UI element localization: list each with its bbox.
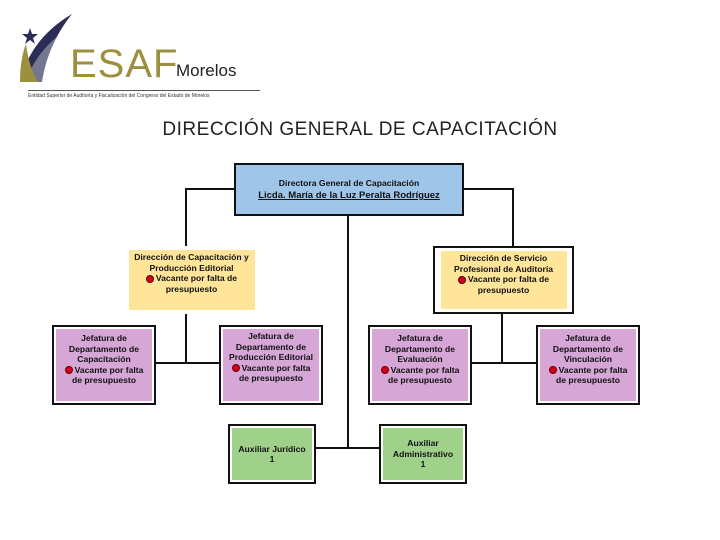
connector-line	[185, 313, 187, 363]
direccion-title: Dirección de Servicio Profesional de Aud…	[454, 253, 553, 274]
vacant-status: Vacante por falta de presupuesto	[239, 362, 311, 384]
vacant-dot-icon	[548, 366, 557, 375]
jefatura-title: Jefatura de Departamento de Capacitación	[68, 333, 140, 364]
logo-subtitle: Entidad Superior de Auditoría y Fiscaliz…	[28, 93, 210, 99]
direccion-title: Dirección de Capacitación y Producción E…	[134, 252, 249, 273]
jefatura-box: Jefatura de Departamento de Evaluación V…	[368, 325, 472, 405]
direccion-box: Dirección de Servicio Profesional de Aud…	[433, 246, 574, 314]
connector-line	[155, 362, 221, 364]
connector-line	[501, 313, 503, 363]
direccion-box: Dirección de Capacitación y Producción E…	[121, 246, 262, 314]
jefatura-title: Jefatura de Departamento de Producción E…	[228, 331, 314, 362]
jefatura-box: Jefatura de Departamento de Capacitación…	[52, 325, 156, 405]
auxiliar-count: 1	[269, 454, 275, 464]
connector-line	[512, 188, 514, 248]
jefatura-title: Jefatura de Departamento de Evaluación	[384, 333, 456, 364]
esaf-logo-icon	[20, 14, 72, 82]
page-title: DIRECCIÓN GENERAL DE CAPACITACIÓN	[162, 119, 558, 140]
director-box: Directora General de Capacitación Licda.…	[234, 163, 464, 216]
connector-line	[314, 447, 382, 449]
auxiliar-box: Auxiliar Jurídico 1	[228, 424, 316, 484]
auxiliar-box: Auxiliar Administrativo 1	[379, 424, 467, 484]
vacant-status: Vacante por falta de presupuesto	[388, 364, 460, 386]
director-name: Licda. María de la Luz Peralta Rodríguez	[258, 190, 440, 201]
jefatura-box: Jefatura de Departamento de Producción E…	[219, 325, 323, 405]
vacant-status: Vacante por falta de presupuesto	[467, 274, 550, 295]
auxiliar-count: 1	[420, 459, 426, 470]
vacant-dot-icon	[145, 274, 154, 283]
vacant-dot-icon	[64, 366, 73, 375]
logo-city: Morelos	[176, 61, 237, 80]
jefatura-title: Jefatura de Departamento de Vinculación	[552, 333, 624, 364]
vacant-status: Vacante por falta de presupuesto	[155, 273, 238, 294]
auxiliar-title: Auxiliar Administrativo	[392, 438, 454, 459]
vacant-status: Vacante por falta de presupuesto	[72, 364, 144, 386]
connector-line	[462, 188, 514, 190]
connector-line	[347, 214, 349, 448]
logo-divider	[28, 90, 260, 91]
vacant-dot-icon	[231, 364, 240, 373]
director-role: Directora General de Capacitación	[278, 177, 420, 188]
connector-line	[185, 188, 237, 190]
logo-wordmark: ESAF	[70, 42, 179, 86]
vacant-status: Vacante por falta de presupuesto	[556, 364, 628, 386]
vacant-dot-icon	[380, 366, 389, 375]
auxiliar-title: Auxiliar Jurídico	[238, 443, 306, 454]
vacant-dot-icon	[457, 275, 466, 284]
connector-line	[185, 188, 187, 248]
jefatura-box: Jefatura de Departamento de Vinculación …	[536, 325, 640, 405]
connector-line	[470, 362, 538, 364]
